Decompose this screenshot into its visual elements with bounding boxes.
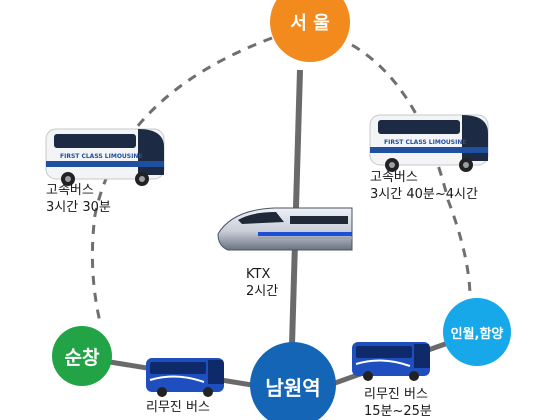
inwol-label: 인월,함양: [450, 327, 504, 342]
limousine-right-duration: 15분~25분: [364, 404, 432, 419]
express-bus-icon-right: FIRST CLASS LIMOUSINE: [369, 114, 489, 172]
limousine-left-caption: 리무진 버스: [146, 399, 210, 416]
express-left-caption: 고속버스 3시간 30분: [46, 182, 111, 216]
limousine-left-mode: 리무진 버스: [146, 400, 210, 415]
ktx-caption: KTX 2시간: [246, 266, 278, 300]
node-inwol: [443, 298, 511, 366]
express-left-duration: 3시간 30분: [46, 200, 111, 215]
ktx-train-icon: [217, 207, 353, 251]
node-namwon: [250, 342, 336, 420]
ktx-duration: 2시간: [246, 284, 279, 299]
express-right-mode: 고속버스: [370, 170, 418, 185]
express-bus-icon-left: FIRST CLASS LIMOUSINE: [45, 128, 165, 186]
express-right-duration: 3시간 40분~4시간: [370, 187, 478, 202]
limousine-right-caption: 리무진 버스 15분~25분: [364, 386, 432, 420]
limousine-right-mode: 리무진 버스: [364, 387, 428, 402]
node-seoul: [270, 0, 350, 62]
express-left-mode: 고속버스: [46, 183, 94, 198]
limousine-bus-icon-right: [352, 342, 430, 381]
limousine-bus-icon-left: [146, 358, 224, 397]
node-suncheon: [52, 326, 112, 386]
ktx-mode: KTX: [246, 267, 271, 282]
bus-side-text: FIRST CLASS LIMOUSINE: [60, 153, 142, 160]
dashed-route-seoul-to-inwol: [351, 43, 472, 299]
express-right-caption: 고속버스 3시간 40분~4시간: [370, 169, 478, 203]
bus-side-text: FIRST CLASS LIMOUSINE: [384, 139, 466, 146]
suncheon-label: 순창: [64, 347, 100, 369]
seoul-label: 서 울: [290, 13, 330, 34]
dashed-route-seoul-to-suncheon: [90, 36, 273, 323]
namwon-label: 남원역: [265, 376, 321, 400]
